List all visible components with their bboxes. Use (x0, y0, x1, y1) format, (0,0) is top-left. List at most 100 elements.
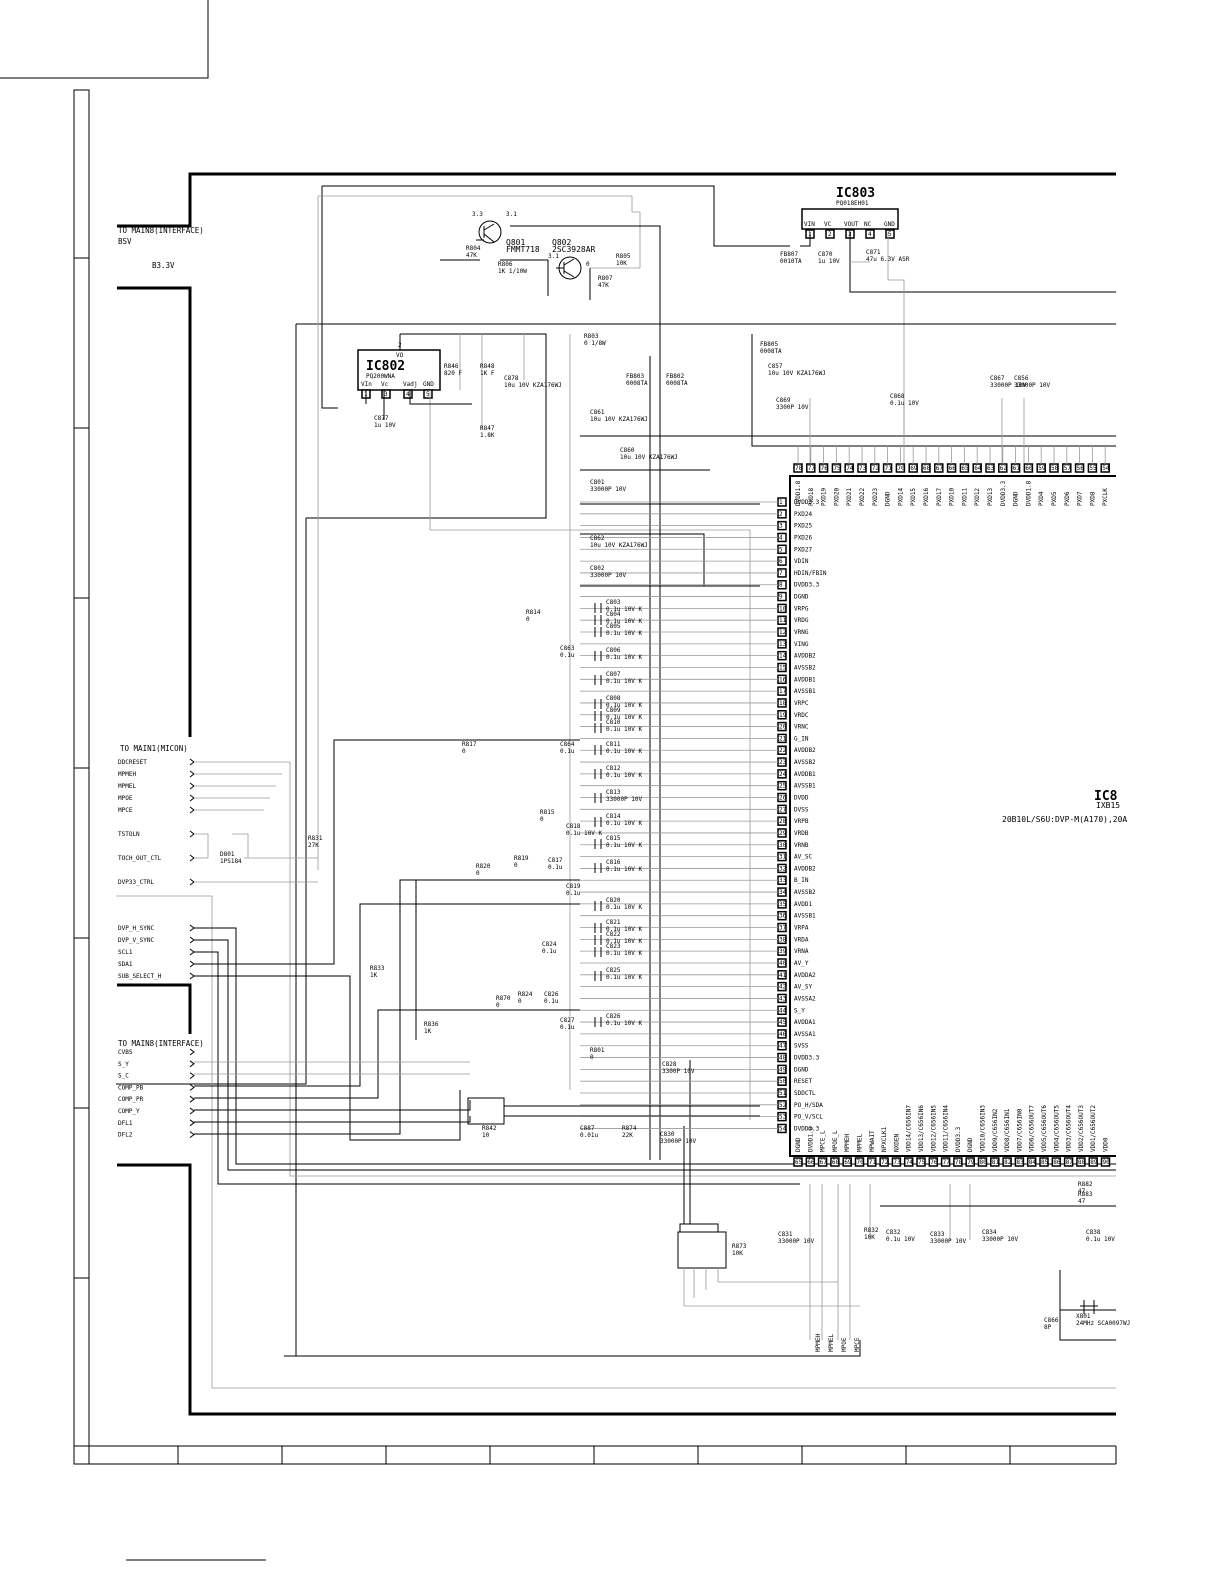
ic-ref: IC803 (836, 186, 875, 201)
component-ref: C819 (566, 883, 581, 890)
component-ref: C802 (590, 565, 605, 572)
component-ref: C820 (606, 897, 621, 904)
component-ref: C877 (374, 415, 389, 422)
component-value: 0.1u 10V K (606, 618, 643, 625)
ic-pin (965, 1157, 975, 1167)
component-ref: C814 (606, 813, 621, 820)
ic-pin-number: 56 (1077, 465, 1085, 472)
ic-pin (825, 229, 835, 239)
ic-pin-number: 52 (779, 1102, 787, 1109)
ic-pin-number: 89 (1090, 1159, 1098, 1166)
ic-pin-number: 25 (779, 783, 787, 790)
ic-pin-number: 51 (779, 1090, 787, 1097)
component-value: 47K (466, 252, 477, 259)
component-ref: R831 (308, 835, 323, 842)
ic-pin-label: PXD19 (821, 488, 828, 506)
component-value: 0010TA (780, 258, 802, 265)
connector-pin: SCL1 (118, 949, 133, 956)
ic-pin-number: 15 (779, 664, 787, 671)
connector-arrow (189, 1072, 195, 1079)
ic-pin-number: 27 (779, 806, 787, 813)
ic-pin-label: MPWAIT (869, 1130, 876, 1152)
ic-pin-number: 88 (1078, 1159, 1086, 1166)
ic-pin (423, 389, 433, 399)
component-value: 1K (370, 972, 378, 979)
transistor-ref: Q801 (506, 238, 525, 247)
component-value: 0.1u 10V K (606, 820, 643, 827)
ic-pin-label-inner: VRDG (794, 617, 809, 624)
ic-pin-label-inner: AVSSA1 (794, 1031, 816, 1038)
component-value: 0.1u (542, 948, 557, 955)
component-value: 0.1u (566, 890, 581, 897)
ic-pin-label: VOUT (844, 221, 859, 228)
ic-pin-number: 20 (779, 724, 787, 731)
component-value: 1K (424, 1028, 432, 1035)
ic-pin-number: 58 (1051, 465, 1059, 472)
component-ref: C822 (606, 931, 621, 938)
component-ref: C834 (982, 1229, 997, 1236)
ic-pin (885, 229, 895, 239)
component-ref: C878 (504, 375, 519, 382)
component-value: 1u 10V (818, 258, 840, 265)
component-ref: C809 (606, 707, 621, 714)
ic-pin-number: 65 (961, 465, 969, 472)
component-value: 1PS184 (220, 858, 242, 865)
ic-pin-label-inner: VRPG (794, 605, 809, 612)
ic-pin-number: 63 (987, 465, 995, 472)
ic-pin-label: PXD20 (833, 488, 840, 506)
ic-pin-label-inner: VRNA (794, 948, 809, 955)
component-value: 47 (1078, 1198, 1086, 1205)
ic-pin (1002, 1157, 1012, 1167)
ic-pin-label: PXD12 (974, 488, 981, 506)
component-ref: C867 (990, 375, 1005, 382)
ic-pin-label: MPOE_L (832, 1130, 839, 1152)
ic-pin-number: 59 (1038, 465, 1046, 472)
voltage-label: 3.1 (506, 211, 517, 218)
component-ref: R819 (514, 855, 529, 862)
ic-pin (916, 1157, 926, 1167)
ic-pin-number: 75 (833, 465, 841, 472)
ic-pin (1088, 1157, 1098, 1167)
component-value: 10u 10V KZA176WJ (590, 416, 648, 423)
ic-pin-label-inner: DVDD3.3 (794, 499, 820, 506)
ic-pin-label: DVDD1.8 (795, 480, 802, 506)
component-ref: C832 (886, 1229, 901, 1236)
component-ref: C821 (606, 919, 621, 926)
connector-pin: SDA1 (118, 961, 133, 968)
ic-pin-number: 82 (1004, 1159, 1012, 1166)
ic-pin-number: 4 (868, 231, 872, 238)
transistor-ref: Q802 (552, 238, 571, 247)
component-ref: C810 (606, 719, 621, 726)
ic-pin-label-inner: VRPC (794, 700, 809, 707)
ic-pin-label-inner: AVSSA2 (794, 995, 816, 1002)
connector-arrow (189, 782, 195, 790)
ic-pin-label: Vadj (403, 381, 417, 388)
ic-pin-label: GND (884, 221, 895, 228)
ic-pin-number: 24 (779, 771, 787, 778)
component-value: 10u 10V KZA176WJ (504, 382, 562, 389)
component-value: 0008TA (666, 380, 688, 387)
connector-arrow (189, 948, 195, 956)
ic-pin-label-inner: PO_H/SDA (794, 1102, 823, 1109)
component-value: 0 1/8W (584, 340, 606, 347)
connector-title: TO MAIN8(INTERFACE) (118, 226, 204, 235)
ic-pin-label-inner: AVDDB2 (794, 653, 816, 660)
component-value: 1K F (480, 370, 495, 377)
component-value: 33000P 10V (606, 796, 643, 803)
ic-pin-number: 77 (808, 465, 816, 472)
component-ref: C826 (606, 1013, 621, 1020)
connector-mains-interface-top: TO MAIN8(INTERFACE) BSV B3.3V (118, 226, 204, 270)
component-value: 33000P 10V (982, 1236, 1019, 1243)
ic-pin-label-inner: VRNG (794, 629, 809, 636)
component-value: 0.1u 10V (1086, 1236, 1115, 1243)
ic-pin-label-inner: SVSS (794, 1043, 809, 1050)
connector-arrow (189, 1060, 195, 1068)
connector-pin: COMP_Y (118, 1108, 140, 1115)
ic-pin-label: PXD4 (1038, 491, 1045, 506)
ic-pin-number: 80 (980, 1159, 988, 1166)
component-value: 820 F (444, 370, 462, 377)
